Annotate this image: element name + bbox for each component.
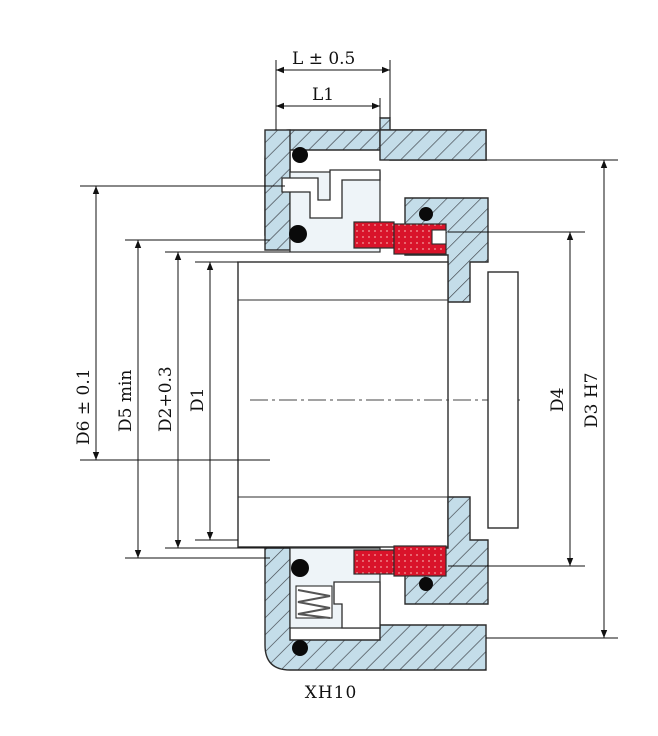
housing-bottom — [264, 547, 487, 671]
flange-right — [487, 271, 519, 529]
stationary-face-bottom — [393, 545, 447, 577]
dimension-lines — [80, 60, 618, 639]
o-ring-top-2 — [289, 225, 307, 243]
rotating-face-top — [353, 221, 395, 249]
label-D3: D3 H7 — [582, 373, 602, 429]
shaft-sleeve — [237, 261, 449, 548]
o-ring-top-3 — [419, 207, 433, 221]
label-D2: D2+0.3 — [156, 366, 176, 432]
retainer-bottom — [333, 581, 381, 629]
model-caption: XH10 — [304, 683, 358, 703]
o-ring-top-1 — [292, 147, 308, 163]
label-D6: D6 ± 0.1 — [74, 368, 94, 445]
pin-top — [431, 229, 447, 245]
label-L: L ± 0.5 — [292, 49, 355, 69]
o-ring-bottom-2 — [292, 640, 308, 656]
rotating-face-bottom — [353, 549, 395, 575]
housing-top-right — [379, 129, 487, 161]
o-ring-bottom-1 — [291, 559, 309, 577]
o-ring-bottom-3 — [419, 577, 433, 591]
retainer-top — [281, 169, 381, 219]
label-D1: D1 — [188, 388, 208, 412]
label-D4: D4 — [548, 388, 568, 412]
spring — [295, 585, 333, 619]
label-L1: L1 — [312, 85, 334, 105]
label-D5: D5 min — [116, 370, 136, 432]
